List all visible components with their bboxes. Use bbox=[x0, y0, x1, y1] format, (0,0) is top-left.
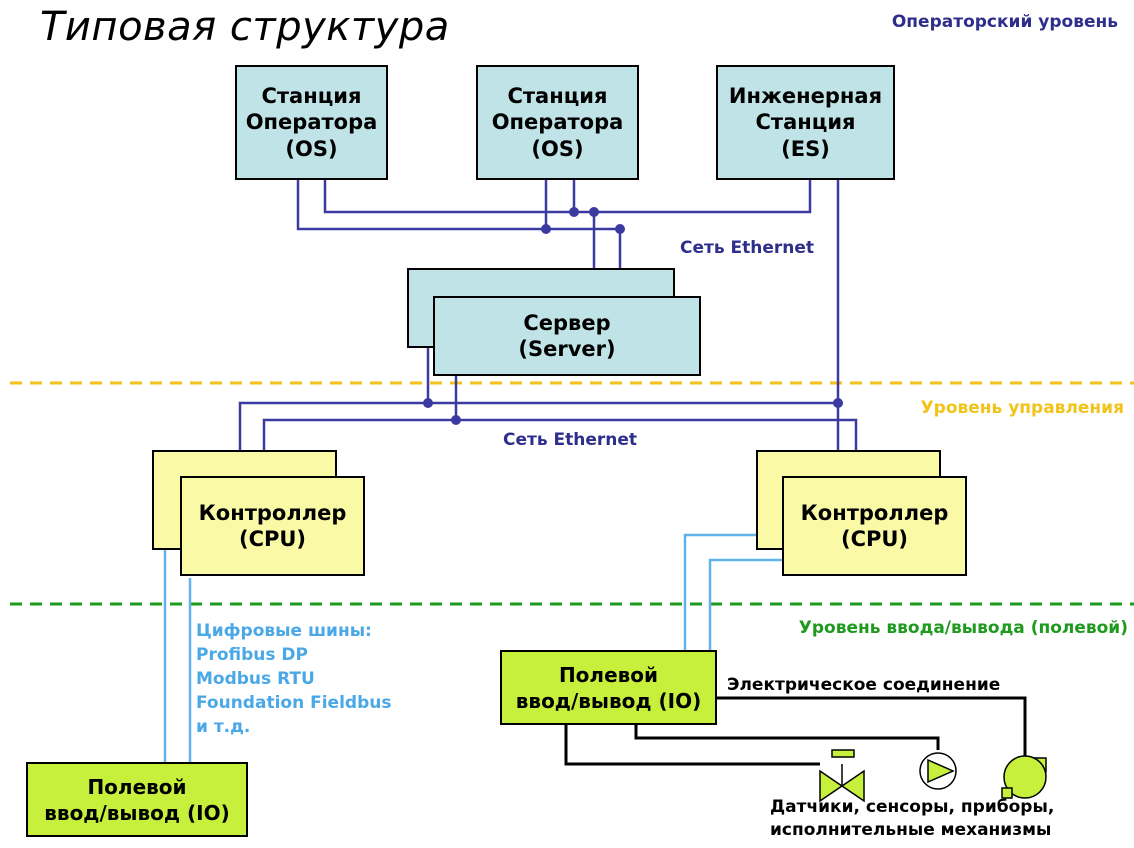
controller-right: Контроллер (CPU) bbox=[782, 476, 967, 576]
controller-left: Контроллер (CPU) bbox=[180, 476, 365, 576]
fieldbus-item: Modbus RTU bbox=[196, 668, 315, 689]
lower-ethernet-junctions bbox=[423, 398, 843, 425]
upper-ethernet-label: Сеть Ethernet bbox=[680, 238, 815, 258]
io-level-label: Уровень ввода/вывода (полевой) bbox=[798, 618, 1128, 638]
fieldbus-item: и т.д. bbox=[196, 716, 251, 737]
upper-ethernet-junctions bbox=[541, 207, 625, 234]
fieldbus-title: Цифровые шины: bbox=[196, 621, 372, 641]
electrical-wires bbox=[564, 696, 1027, 768]
server: Сервер (Server) bbox=[433, 296, 701, 376]
motor-icon bbox=[1001, 755, 1047, 799]
field-io-right: Полевой ввод/вывод (IO) bbox=[500, 650, 717, 725]
engineering-station: Инженерная Станция (ES) bbox=[716, 65, 895, 180]
operator-level-label: Операторский уровень bbox=[891, 12, 1118, 32]
upper-ethernet-wires bbox=[296, 180, 840, 403]
control-level-label: Уровень управления bbox=[920, 398, 1124, 418]
lower-ethernet-wires bbox=[238, 348, 858, 476]
operator-station-2: Станция Оператора (OS) bbox=[476, 65, 639, 180]
valve-icon bbox=[819, 749, 865, 803]
fieldbus-wires bbox=[163, 533, 782, 762]
sensors-label: Датчики, сенсоры, приборы, исполнительны… bbox=[770, 796, 1054, 842]
sensors-line-1: Датчики, сенсоры, приборы, bbox=[770, 797, 1055, 817]
field-io-left: Полевой ввод/вывод (IO) bbox=[26, 762, 248, 837]
sensors-line-2: исполнительные механизмы bbox=[770, 819, 1052, 840]
electrical-connection-label: Электрическое соединение bbox=[727, 675, 1001, 695]
fieldbus-list: Цифровые шины: Profibus DP Modbus RTU Fo… bbox=[196, 620, 391, 740]
lower-ethernet-label: Сеть Ethernet bbox=[503, 430, 638, 450]
operator-station-1: Станция Оператора (OS) bbox=[235, 65, 388, 180]
fieldbus-item: Foundation Fieldbus bbox=[196, 692, 392, 713]
fieldbus-item: Profibus DP bbox=[196, 644, 309, 665]
page-title: Типовая структура bbox=[40, 4, 450, 50]
pump-icon bbox=[919, 752, 957, 790]
